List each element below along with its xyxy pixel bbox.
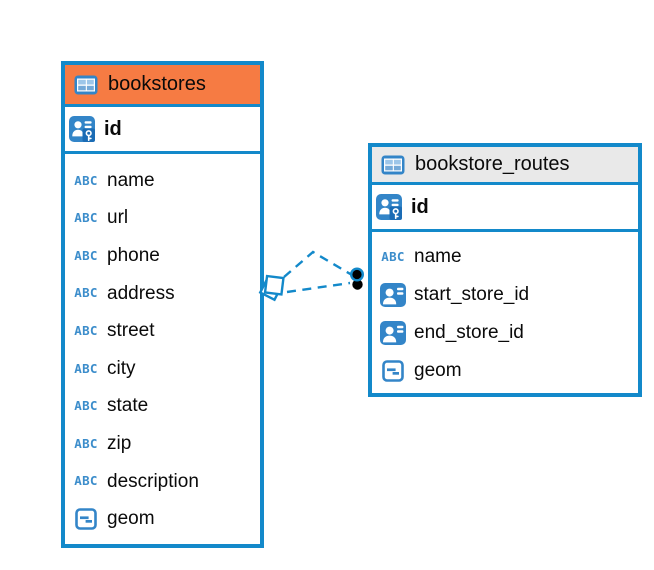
column-row[interactable]: ABC street xyxy=(65,312,260,350)
text-type-icon: ABC xyxy=(74,398,98,414)
column-row[interactable]: ABC url xyxy=(65,200,260,238)
table-bookstore-routes[interactable]: bookstore_routes id ABC name xyxy=(368,143,642,397)
table-header[interactable]: bookstore_routes xyxy=(372,147,638,185)
primary-key-icon xyxy=(68,116,96,142)
reference-type-icon xyxy=(379,283,407,307)
column-row[interactable]: ABC phone xyxy=(65,237,260,275)
reference-type-icon xyxy=(379,321,407,345)
column-row[interactable]: geom xyxy=(372,352,638,390)
primary-key-label: id xyxy=(104,117,122,140)
text-type-icon: ABC xyxy=(74,172,98,188)
column-row[interactable]: ABC state xyxy=(65,388,260,426)
text-type-icon: ABC xyxy=(74,210,98,226)
text-type-icon: ABC xyxy=(74,285,98,301)
table-bookstores[interactable]: bookstores id ABC name ABC url xyxy=(61,61,264,548)
table-icon xyxy=(72,75,100,95)
text-type-icon: ABC xyxy=(74,322,98,338)
table-header[interactable]: bookstores xyxy=(65,65,260,107)
text-type-icon: ABC xyxy=(74,435,98,451)
primary-key-label: id xyxy=(411,195,429,218)
primary-key-icon xyxy=(375,194,403,220)
text-type-icon: ABC xyxy=(74,360,98,376)
relationship-connectors[interactable] xyxy=(258,250,365,302)
primary-key-row[interactable]: id xyxy=(65,107,260,154)
table-title: bookstore_routes xyxy=(415,153,570,175)
text-type-icon: ABC xyxy=(381,248,405,264)
relationship-target-marker-front xyxy=(350,267,365,282)
column-row[interactable]: geom xyxy=(65,500,260,538)
relationship-target-marker-back xyxy=(350,277,365,292)
column-row[interactable]: start_store_id xyxy=(372,276,638,314)
column-list: ABC name ABC url ABC phone ABC address A… xyxy=(65,154,260,538)
geometry-type-icon xyxy=(379,360,407,382)
column-list: ABC name start_store_id xyxy=(372,232,638,390)
column-row[interactable]: ABC name xyxy=(372,238,638,276)
relationship-line-upper xyxy=(283,250,353,278)
column-row[interactable]: ABC description xyxy=(65,463,260,501)
column-row[interactable]: ABC zip xyxy=(65,425,260,463)
relationship-source-marker-front xyxy=(263,274,285,296)
text-type-icon: ABC xyxy=(74,247,98,263)
table-icon xyxy=(379,155,407,175)
table-title: bookstores xyxy=(108,73,206,95)
relationship-line-lower xyxy=(286,281,351,294)
primary-key-row[interactable]: id xyxy=(372,185,638,232)
text-type-icon: ABC xyxy=(74,473,98,489)
column-row[interactable]: ABC name xyxy=(65,162,260,200)
column-row[interactable]: end_store_id xyxy=(372,314,638,352)
geometry-type-icon xyxy=(72,508,100,530)
column-row[interactable]: ABC city xyxy=(65,350,260,388)
column-row[interactable]: ABC address xyxy=(65,275,260,313)
